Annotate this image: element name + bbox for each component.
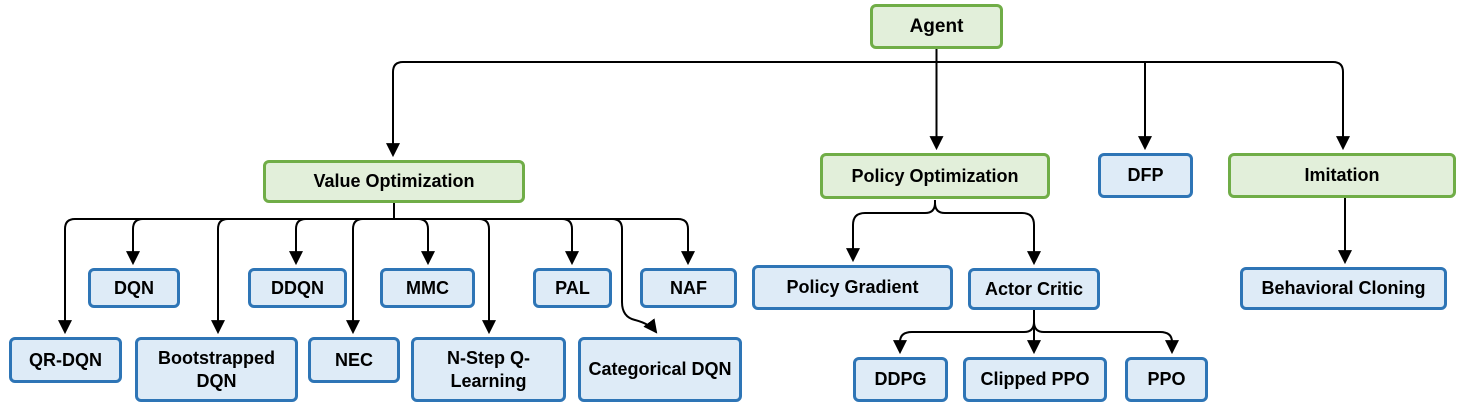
node-imitation: Imitation xyxy=(1228,153,1456,198)
node-bootstrapped-dqn: Bootstrapped DQN xyxy=(135,337,298,402)
node-ddpg: DDPG xyxy=(853,357,948,402)
connector-group xyxy=(58,49,1352,355)
node-agent: Agent xyxy=(870,4,1003,49)
node-ppo: PPO xyxy=(1125,357,1208,402)
node-value-optimization: Value Optimization xyxy=(263,160,525,203)
node-dqn: DQN xyxy=(88,268,180,308)
node-pal: PAL xyxy=(533,268,612,308)
node-ddqn: DDQN xyxy=(248,268,347,308)
node-dfp: DFP xyxy=(1098,153,1193,198)
node-naf: NAF xyxy=(640,268,737,308)
node-behavioral-cloning: Behavioral Cloning xyxy=(1240,267,1447,310)
node-policy-optimization: Policy Optimization xyxy=(820,153,1050,199)
node-nec: NEC xyxy=(308,337,400,383)
node-qr-dqn: QR-DQN xyxy=(9,337,122,383)
node-policy-gradient: Policy Gradient xyxy=(752,265,953,310)
node-actor-critic: Actor Critic xyxy=(968,268,1100,310)
node-clipped-ppo: Clipped PPO xyxy=(963,357,1107,402)
node-mmc: MMC xyxy=(380,268,475,308)
node-categorical-dqn: Categorical DQN xyxy=(578,337,742,402)
node-n-step-q-learning: N-Step Q-Learning xyxy=(411,337,566,402)
